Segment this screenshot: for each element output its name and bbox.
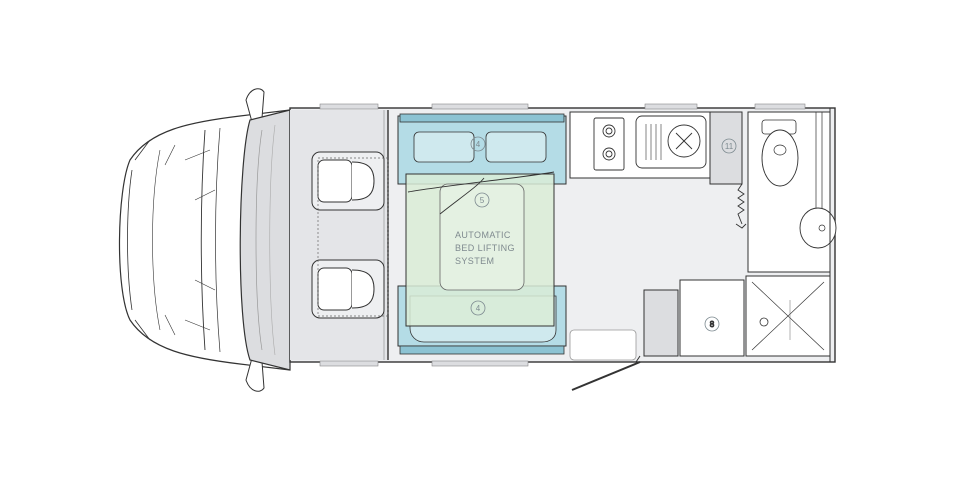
berth-marker-bed-text: 5 — [480, 196, 485, 205]
wardrobe: 8 — [679, 279, 745, 357]
fridge-marker-text: 11 — [725, 142, 734, 151]
door-spring — [737, 183, 745, 225]
window-marks — [319, 103, 806, 367]
fridge: 11 — [709, 111, 743, 185]
sink — [635, 115, 707, 169]
shower-tray — [745, 275, 831, 357]
cab-seat-bottom — [311, 259, 385, 319]
cab-seat-swivel-outline — [317, 157, 389, 317]
berth-marker-bottom-text: 4 — [476, 304, 481, 313]
entry-door — [571, 361, 641, 391]
toilet-room-marker-text: 8 — [710, 320, 715, 329]
berth-marker-bed — [474, 192, 490, 208]
svg-text:BED LIFTING: BED LIFTING — [455, 243, 515, 253]
svg-text:AUTOMATIC: AUTOMATIC — [455, 230, 511, 240]
washbasin — [799, 207, 837, 249]
hob — [593, 117, 625, 171]
berth-marker-top — [470, 136, 486, 152]
cab-dashboard — [239, 109, 291, 371]
cabinet — [643, 289, 679, 357]
berth-marker-top-text: 4 — [476, 140, 481, 149]
berth-marker-bottom — [470, 300, 486, 316]
cab-seat-top — [311, 151, 385, 211]
toilet — [761, 129, 799, 187]
washroom — [747, 111, 837, 273]
dinette-table — [439, 183, 525, 291]
bed-lifting-label: AUTOMATIC BED LIFTING SYSTEM — [455, 230, 515, 266]
cab-area — [290, 110, 388, 360]
svg-text:SYSTEM: SYSTEM — [455, 256, 494, 266]
entry-step — [569, 329, 637, 361]
